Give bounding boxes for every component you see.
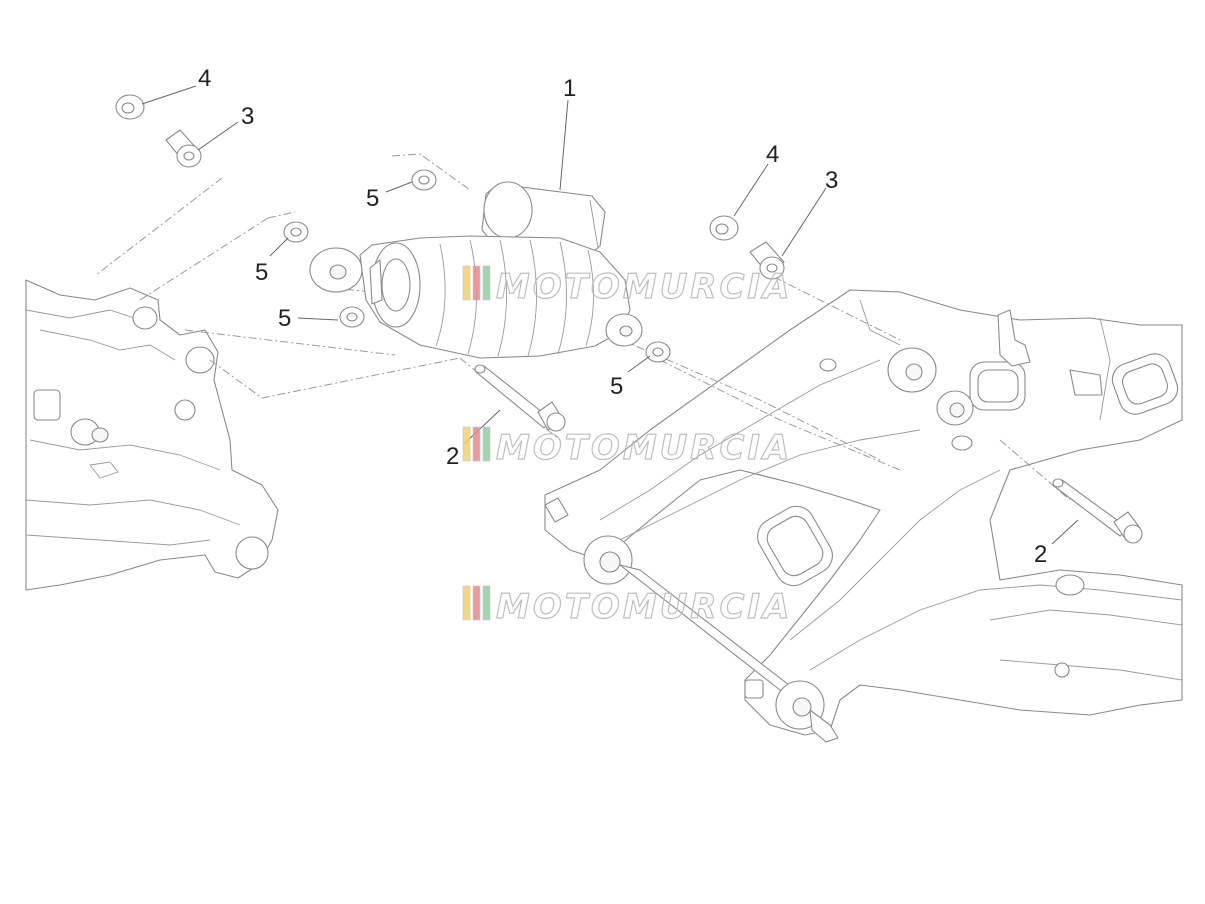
watermark-3: MOTOMURCIA bbox=[462, 585, 792, 628]
leader-lines bbox=[141, 85, 1079, 545]
wm-stripe bbox=[462, 426, 471, 462]
callout-3-left: 3 bbox=[241, 103, 254, 130]
wm-stripe bbox=[472, 426, 481, 462]
swingarm bbox=[544, 289, 1183, 743]
watermark-text: MOTOMURCIA bbox=[496, 267, 792, 307]
washer-5-left-upper bbox=[283, 221, 309, 243]
assembly-lines bbox=[95, 153, 1071, 501]
wm-stripe bbox=[482, 585, 491, 621]
callout-5-right: 5 bbox=[610, 373, 623, 400]
shock-absorber bbox=[309, 181, 643, 359]
callout-2-left: 2 bbox=[446, 443, 459, 470]
washer-5-right bbox=[645, 341, 671, 363]
callout-3-right: 3 bbox=[825, 167, 838, 194]
callout-5-left-upper: 5 bbox=[255, 259, 268, 286]
callout-5-left-lower: 5 bbox=[278, 305, 291, 332]
wm-stripe bbox=[482, 426, 491, 462]
part-bushing-3-right bbox=[749, 241, 785, 280]
bolt-2-left bbox=[474, 364, 566, 432]
callout-1: 1 bbox=[563, 75, 576, 102]
callout-5-top: 5 bbox=[366, 185, 379, 212]
wm-stripe bbox=[462, 585, 471, 621]
wm-stripe bbox=[472, 585, 481, 621]
part-nut-4-right bbox=[709, 215, 739, 241]
callout-4-right: 4 bbox=[766, 141, 779, 168]
bolt-2-right bbox=[1052, 478, 1143, 544]
wm-stripe bbox=[472, 265, 481, 301]
callout-4-left: 4 bbox=[198, 65, 211, 92]
watermark-1: MOTOMURCIA bbox=[462, 265, 792, 308]
left-frame-section bbox=[25, 279, 279, 591]
part-bushing-3-left bbox=[165, 129, 202, 168]
washer-5-left-lower bbox=[339, 306, 365, 328]
callout-labels: 1 2 2 3 3 4 4 5 5 5 5 bbox=[198, 65, 1047, 568]
wm-stripe bbox=[462, 265, 471, 301]
callout-2-right: 2 bbox=[1034, 541, 1047, 568]
wm-stripe bbox=[482, 265, 491, 301]
watermark-text: MOTOMURCIA bbox=[496, 428, 792, 468]
watermark-2: MOTOMURCIA bbox=[462, 426, 792, 469]
part-nut-4-left bbox=[115, 94, 145, 120]
watermark-text: MOTOMURCIA bbox=[496, 587, 792, 627]
washer-5-top bbox=[411, 169, 437, 191]
